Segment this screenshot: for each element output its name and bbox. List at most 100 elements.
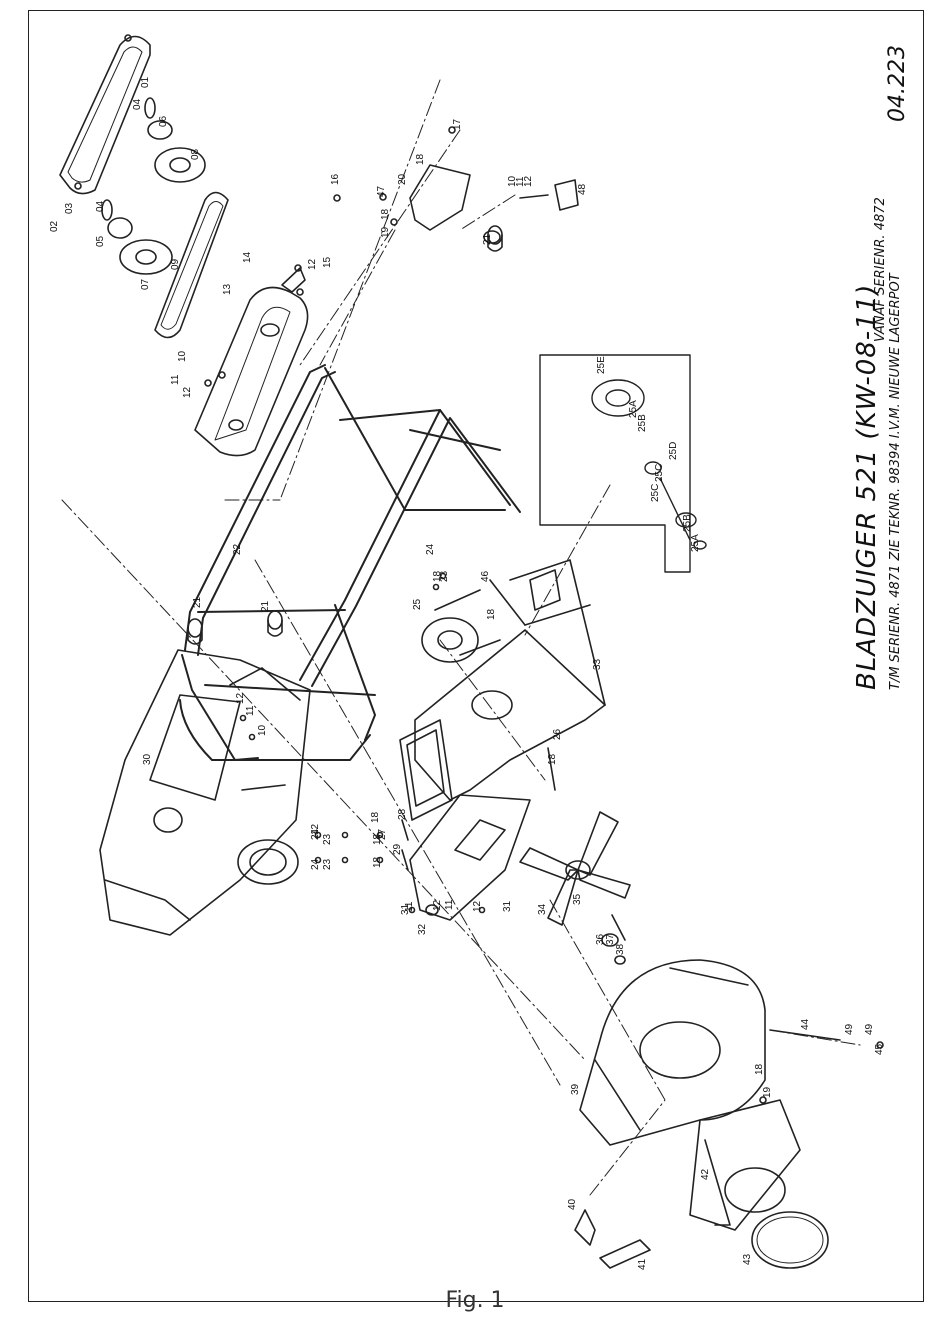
part-number-label: 30 — [142, 753, 153, 765]
part-number-label: 21 — [192, 596, 203, 608]
part-number-label: 04 — [95, 200, 106, 212]
part-number-label: 23 — [322, 858, 333, 870]
part-number-label: 19 — [380, 226, 391, 238]
part-number-label: 18 — [415, 153, 426, 165]
part-number-label: 21 — [260, 600, 271, 612]
part-number-label: 32 — [417, 923, 428, 935]
part-number-label: 16 — [330, 173, 341, 185]
part-number-label: 31 — [502, 900, 513, 912]
part-number-label: 40 — [567, 1198, 578, 1210]
part-number-label: 25A — [628, 400, 639, 418]
part-number-label: 23 — [439, 570, 450, 582]
part-number-label: 18 — [486, 608, 497, 620]
part-number-label: 25B — [637, 414, 648, 432]
part-number-label: 18 — [372, 833, 383, 845]
part-number-label: 01 — [140, 76, 151, 88]
part-number-label: 25E — [596, 356, 607, 374]
part-number-label: 05 — [95, 235, 106, 247]
part-number-label: 03 — [64, 202, 75, 214]
part-number-label: 18 — [547, 753, 558, 765]
part-number-label: 48 — [577, 183, 588, 195]
figure-caption: Fig. 1 — [445, 1288, 505, 1313]
rubber-feet — [187, 225, 503, 645]
part-number-label: 02 — [49, 220, 60, 232]
part-number-label: 11 — [170, 374, 181, 385]
drawing-border — [28, 10, 924, 1302]
part-number-label: 41 — [637, 1258, 648, 1270]
part-number-label: 24 — [310, 858, 321, 870]
part-number-label: 18 — [380, 208, 391, 220]
part-number-label: 24 — [425, 543, 436, 555]
part-number-label: 18 — [370, 811, 381, 823]
part-number-label: 45 — [874, 1043, 885, 1055]
motor-mount-plate — [409, 794, 531, 921]
part-number-label: 24 — [310, 828, 321, 840]
part-number-label: 46 — [480, 570, 491, 582]
bearing-housing — [421, 589, 501, 663]
part-number-label: 39 — [570, 1083, 581, 1095]
fan-housing-bracket — [399, 559, 606, 821]
pulley-upper — [144, 97, 206, 183]
hub-washers — [601, 933, 626, 965]
part-number-label: 25 — [412, 598, 423, 610]
part-number-label: 18 — [372, 856, 383, 868]
drawing-subtitle-serial-from: VANAF SERIENR. 4872 — [873, 197, 888, 342]
part-number-label: 43 — [742, 1253, 753, 1265]
part-number-label: 11 — [245, 705, 256, 716]
drawing-subtitle-serial-to: T/M SERIENR. 4871 ZIE TEKNR. 98394 I.V.M… — [888, 273, 903, 690]
part-number-label: 18 — [754, 1063, 765, 1075]
part-number-label: 33 — [592, 658, 603, 670]
part-number-label: 09 — [170, 258, 181, 270]
part-number-label: 26 — [552, 728, 563, 740]
part-number-label: 20 — [397, 173, 408, 185]
part-number-label: 47 — [376, 185, 387, 197]
part-number-label: 23 — [322, 833, 333, 845]
part-number-label: 25C — [650, 484, 661, 502]
knob-and-latch — [574, 1209, 651, 1269]
part-number-label: 37 — [605, 933, 616, 945]
pulley-lower — [101, 199, 173, 275]
part-number-label: 42 — [700, 1168, 711, 1180]
main-frame — [179, 364, 521, 761]
part-number-label: 11 — [444, 899, 455, 910]
drawing-code: 04.223 — [885, 45, 910, 122]
part-number-label: 10 — [177, 350, 188, 362]
part-number-label: 49 — [864, 1023, 875, 1035]
part-number-label: 19 — [762, 1086, 773, 1098]
part-number-label: 25C — [654, 464, 665, 482]
fan-impeller — [519, 811, 631, 926]
bearing-detail-inset — [539, 354, 707, 573]
part-number-label: 34 — [537, 903, 548, 915]
part-number-label: 28 — [397, 808, 408, 820]
part-number-label: 25A — [690, 534, 701, 552]
part-number-label: 12 — [432, 899, 443, 911]
part-number-label: 14 — [242, 251, 253, 263]
part-number-label: 17 — [452, 118, 463, 130]
part-number-label: 31 — [400, 903, 411, 915]
part-number-label: 12 — [523, 175, 534, 187]
part-number-label: 18 — [432, 570, 443, 582]
part-number-label: 49 — [844, 1023, 855, 1035]
part-number-label: 07 — [140, 278, 151, 290]
part-number-label: 11 — [404, 901, 415, 912]
hose-clamp — [751, 1211, 829, 1269]
fasteners — [204, 126, 884, 1104]
part-number-label: 10 — [257, 724, 268, 736]
engine — [99, 649, 311, 936]
part-number-label: 29 — [392, 843, 403, 855]
part-number-label: 11 — [515, 176, 526, 187]
part-number-label: 36 — [595, 933, 606, 945]
part-number-label: 35 — [572, 893, 583, 905]
outlet-duct — [689, 1099, 801, 1231]
part-number-label: 12 — [307, 258, 318, 270]
part-number-label: 04 — [132, 98, 143, 110]
belt-housing — [194, 267, 309, 457]
part-number-label: 06 — [158, 115, 169, 127]
part-number-label: 12 — [235, 692, 246, 704]
part-number-label: 38 — [615, 943, 626, 955]
mounting-bracket — [409, 164, 579, 244]
part-number-label: 10 — [507, 175, 518, 187]
v-belt — [154, 191, 229, 339]
